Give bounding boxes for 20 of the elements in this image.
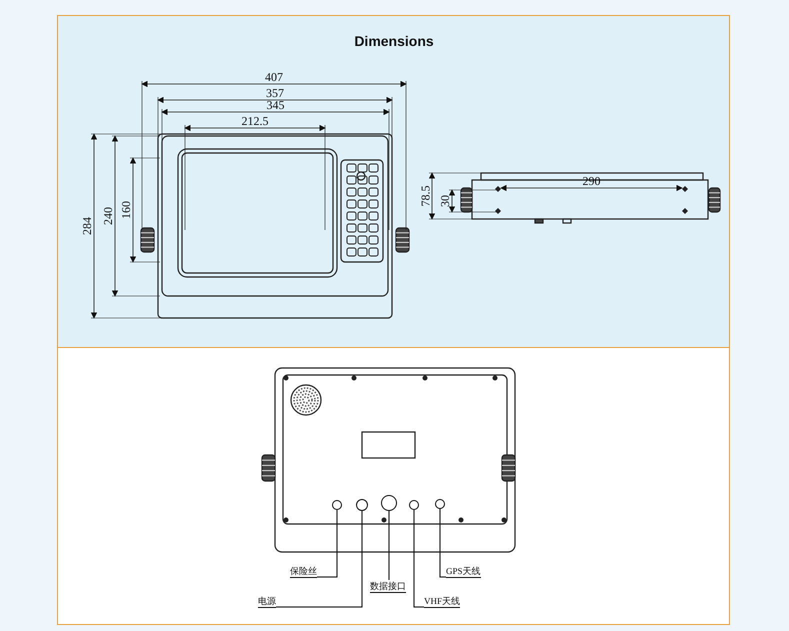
leader-line: [388, 510, 390, 580]
port-label: 电源: [258, 595, 276, 608]
dimension-label: 30: [439, 195, 451, 207]
title: Dimensions: [353, 33, 435, 49]
port-label: 保险丝: [290, 565, 317, 578]
leader-line: [414, 510, 424, 608]
dimension-label: 357: [266, 87, 284, 99]
dimension-label: 284: [81, 217, 93, 235]
port-label: VHF天线: [424, 595, 460, 608]
port-label: GPS天线: [446, 565, 481, 578]
dimension-label: 240: [102, 207, 114, 225]
leader-line: [316, 510, 338, 578]
dimension-label: 160: [120, 201, 132, 219]
leader-line: [440, 508, 446, 578]
dimension-label: 407: [265, 71, 283, 83]
dimension-label: 345: [266, 99, 284, 111]
leader-line: [276, 510, 362, 608]
dimension-label: 78.5: [419, 186, 431, 206]
port-label: 数据接口: [370, 580, 406, 593]
dimension-label: 212.5: [242, 115, 268, 127]
